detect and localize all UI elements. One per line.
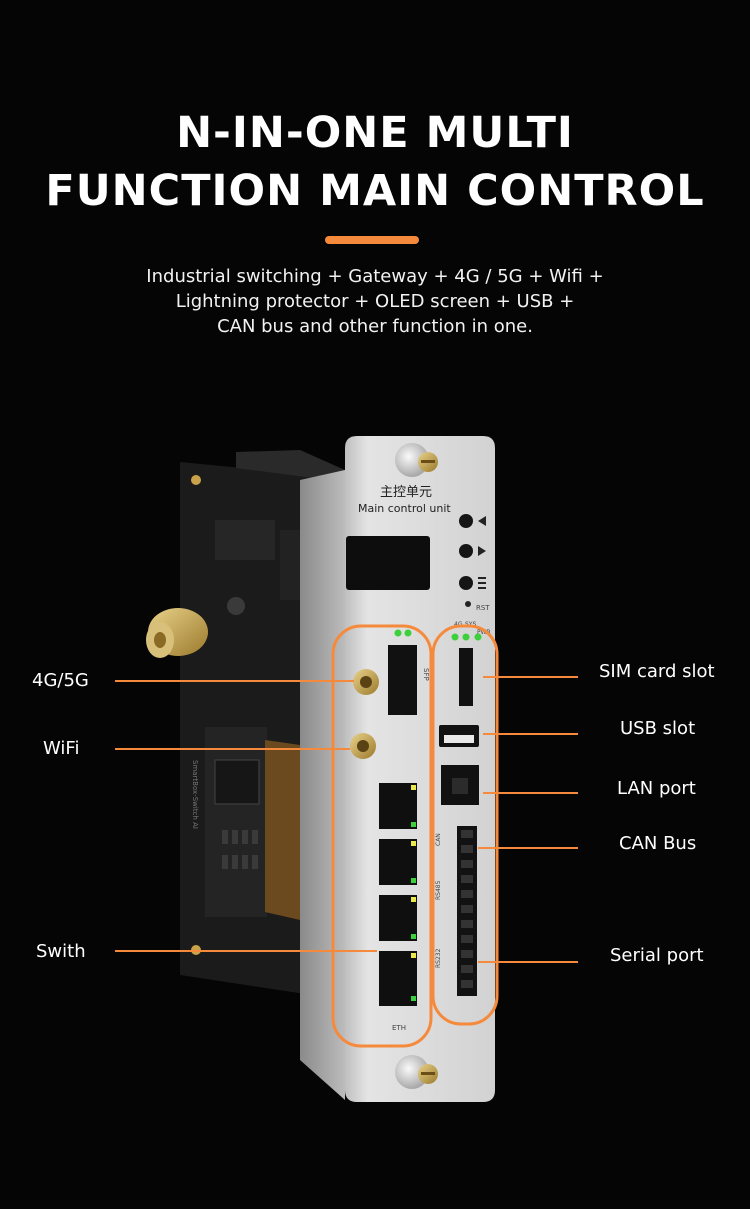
board-silkscreen: SmartBox-Switch AI	[191, 760, 199, 829]
capacitor-icon	[146, 608, 208, 658]
callout-can-bus: CAN Bus	[619, 833, 697, 854]
led-label-4g: 4G	[454, 621, 463, 628]
terminal-block[interactable]	[457, 826, 477, 996]
sim-card-slot[interactable]	[459, 648, 473, 706]
rst-label: RST	[476, 604, 490, 612]
antenna-4g5g-connector[interactable]	[353, 669, 379, 695]
subtitle-line-2: Lightning protector + OLED screen + USB …	[175, 291, 575, 312]
callout-4g5g: 4G/5G	[32, 670, 89, 691]
reset-pinhole[interactable]	[465, 601, 471, 607]
subtitle-line-1: Industrial switching + Gateway + 4G / 5G…	[146, 266, 604, 287]
callout-wifi: WiFi	[43, 738, 80, 759]
right-arrow-button[interactable]	[459, 544, 486, 558]
rs485-label: RS485	[435, 880, 442, 900]
led-label-pwr: PWR	[477, 629, 491, 636]
rs232-label: RS232	[435, 948, 442, 968]
headline-line-2: FUNCTION MAIN CONTROL	[45, 166, 705, 216]
headline-accent-bar	[325, 236, 419, 244]
eth-label: ETH	[392, 1024, 406, 1032]
callout-serial-port: Serial port	[610, 945, 704, 966]
ethernet-ports[interactable]	[379, 783, 417, 1006]
right-highlight-outline	[431, 624, 499, 1026]
led-label-sys: SYS	[465, 621, 476, 628]
callout-lan-port: LAN port	[617, 778, 696, 799]
panel-subtitle: Main control unit	[358, 502, 451, 515]
bottom-screw-icon	[395, 1055, 438, 1089]
panel-side	[300, 470, 345, 1100]
callout-switch: Swith	[36, 941, 86, 962]
sfp-label: SFP	[422, 668, 430, 681]
status-leds	[394, 629, 482, 641]
left-highlight-outline	[331, 624, 433, 1048]
panel-title-cn: 主控单元	[380, 485, 432, 500]
callout-lines	[115, 676, 578, 963]
left-arrow-button[interactable]	[459, 514, 486, 528]
menu-button[interactable]	[459, 576, 486, 590]
top-screw-icon	[395, 443, 438, 477]
callout-usb-slot: USB slot	[620, 718, 696, 739]
sfp-port[interactable]	[388, 645, 417, 715]
oled-screen	[346, 536, 430, 590]
headline-line-1: N-IN-ONE MULTI	[176, 108, 574, 158]
antenna-wifi-connector[interactable]	[350, 733, 376, 759]
subtitle-line-3: CAN bus and other function in one.	[217, 316, 533, 337]
callout-sim-card-slot: SIM card slot	[599, 661, 715, 682]
can-label: CAN	[435, 833, 442, 846]
